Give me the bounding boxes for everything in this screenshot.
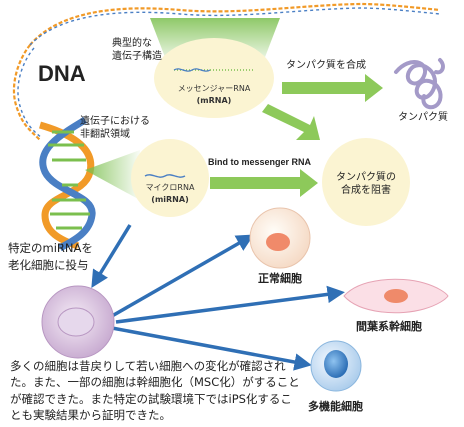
arrow-to-inhibit-diag <box>262 104 320 140</box>
protein-coil-icon <box>394 58 445 110</box>
inject-mirna-label: 特定のmiRNAを 老化細胞に投与 <box>8 241 93 273</box>
gene-structure-label: 典型的な 遺伝子構造 <box>112 38 162 62</box>
mirna-bubble <box>131 139 209 217</box>
arrow-to-protein <box>282 74 383 102</box>
protein-synthesis-label: タンパク質を合成 <box>286 60 366 71</box>
arrow-inject <box>91 224 132 288</box>
arrow-to-normal <box>111 234 255 318</box>
normal-cell-label: 正常細胞 <box>258 272 302 285</box>
dna-label: DNA <box>38 61 86 86</box>
protein-label: タンパク質 <box>398 112 448 123</box>
untranslated-region-beam <box>85 150 140 200</box>
pluripotent-label: 多機能細胞 <box>308 400 363 413</box>
inhibit-synthesis-label: タンパク質の 合成を阻害 <box>336 172 396 196</box>
arrow-bind-mrna <box>210 169 318 197</box>
summary-text: 多くの細胞は昔戻りして若い細胞への変化が確認された。また、一部の細胞は幹細胞化（… <box>10 359 300 422</box>
arrow-to-msc <box>115 285 345 324</box>
mrna-bubble <box>154 38 274 118</box>
mrna-abbr: (mRNA) <box>196 96 232 105</box>
mirna-name: マイクロRNA <box>145 183 195 192</box>
msc-label: 間葉系幹細胞 <box>356 320 422 333</box>
bind-mrna-label: Bind to messenger RNA <box>208 157 312 167</box>
arrow-to-pluripotent <box>111 326 312 371</box>
inhibit-bubble <box>322 138 410 226</box>
mrna-name: メッセンジャーRNA <box>177 84 251 93</box>
dna-helix-icon <box>12 2 441 252</box>
untranslated-region-label: 遺伝子における 非翻訳領域 <box>80 116 150 140</box>
mirna-abbr: (miRNA) <box>151 195 189 204</box>
